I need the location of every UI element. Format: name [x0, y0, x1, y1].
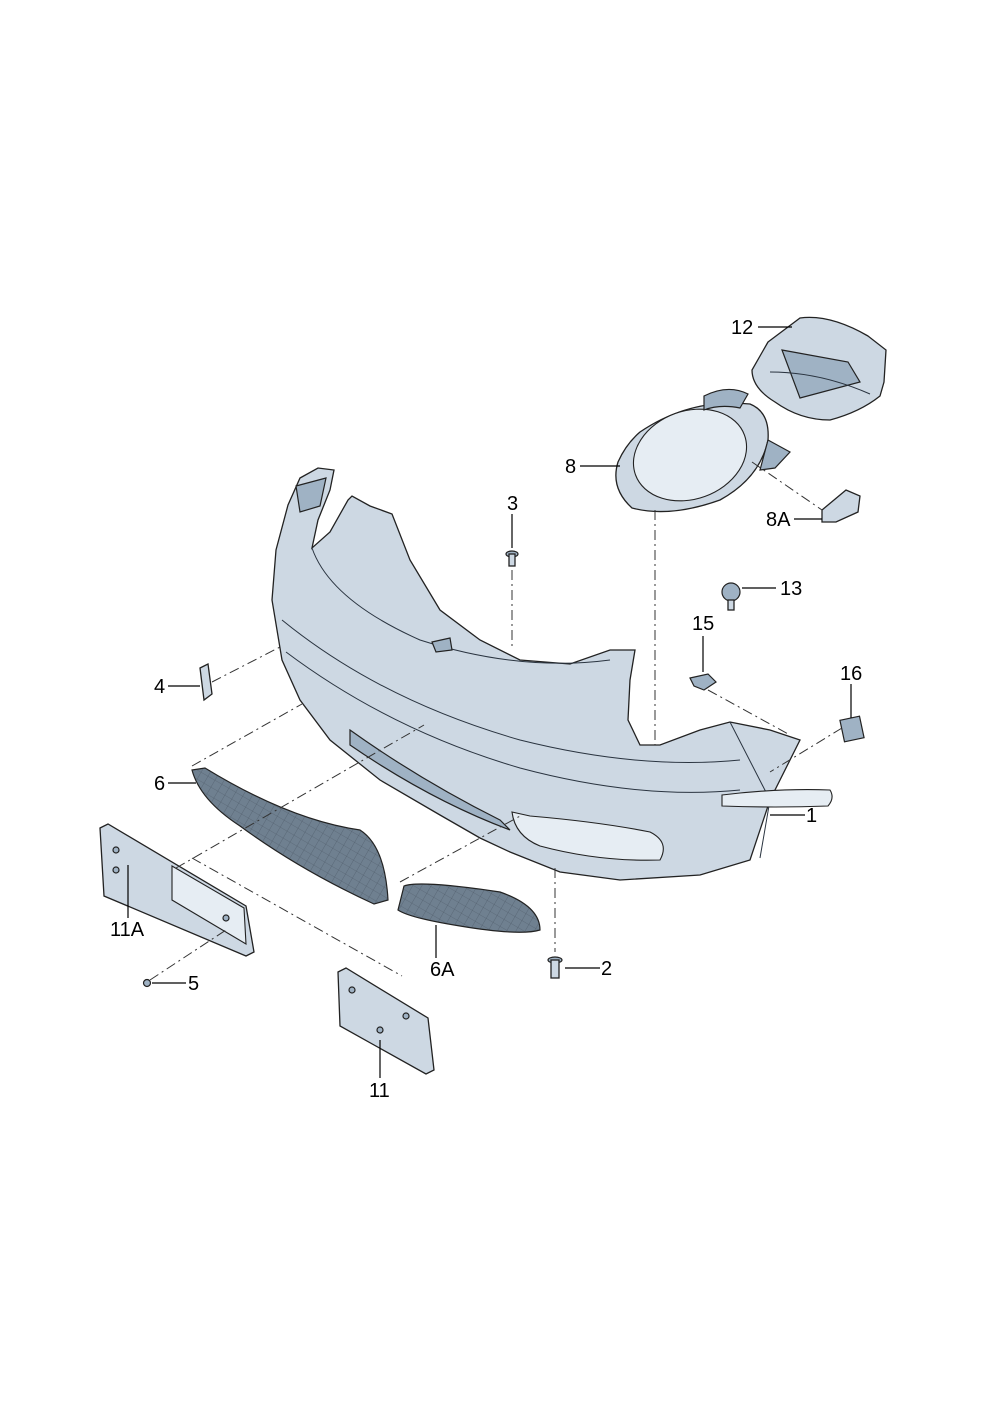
callout-6: 6: [154, 773, 165, 795]
callout-1: 1: [806, 805, 817, 827]
license-plate-bracket-11: [337, 967, 435, 1075]
callout-3: 3: [507, 493, 518, 515]
callout-2: 2: [601, 958, 612, 980]
callout-6a: 6A: [430, 959, 455, 981]
callout-12: 12: [731, 317, 753, 339]
clip-15: [689, 673, 717, 691]
callout-labels: 1 2 3 4 5 6 6A 8 8A 11 11A 12 13 15 16: [110, 317, 862, 1102]
leader-lines: [127, 326, 852, 1078]
callout-11: 11: [369, 1080, 390, 1102]
bumper-cover: [271, 467, 833, 881]
screw-5: [142, 978, 152, 988]
callout-11a: 11A: [110, 919, 145, 941]
callout-8a: 8A: [766, 509, 791, 531]
screw-2: [547, 956, 563, 979]
callout-8: 8: [565, 456, 576, 478]
side-grille: [397, 883, 541, 933]
clip-16: [839, 715, 865, 743]
callout-13: 13: [780, 578, 802, 600]
license-plate-holder-11a: [99, 823, 255, 957]
callout-15: 15: [692, 613, 714, 635]
spreader-nut-13: [721, 582, 741, 611]
callout-16: 16: [840, 663, 862, 685]
callout-4: 4: [154, 676, 165, 698]
headlight-housing: [615, 388, 791, 513]
headlight-bracket: [751, 316, 887, 421]
callout-5: 5: [188, 973, 199, 995]
screw-3: [505, 550, 519, 567]
assembly-lines: [149, 461, 843, 981]
bracket-8a: [821, 489, 861, 523]
lower-grille: [191, 767, 389, 905]
bracket-4: [199, 663, 213, 702]
